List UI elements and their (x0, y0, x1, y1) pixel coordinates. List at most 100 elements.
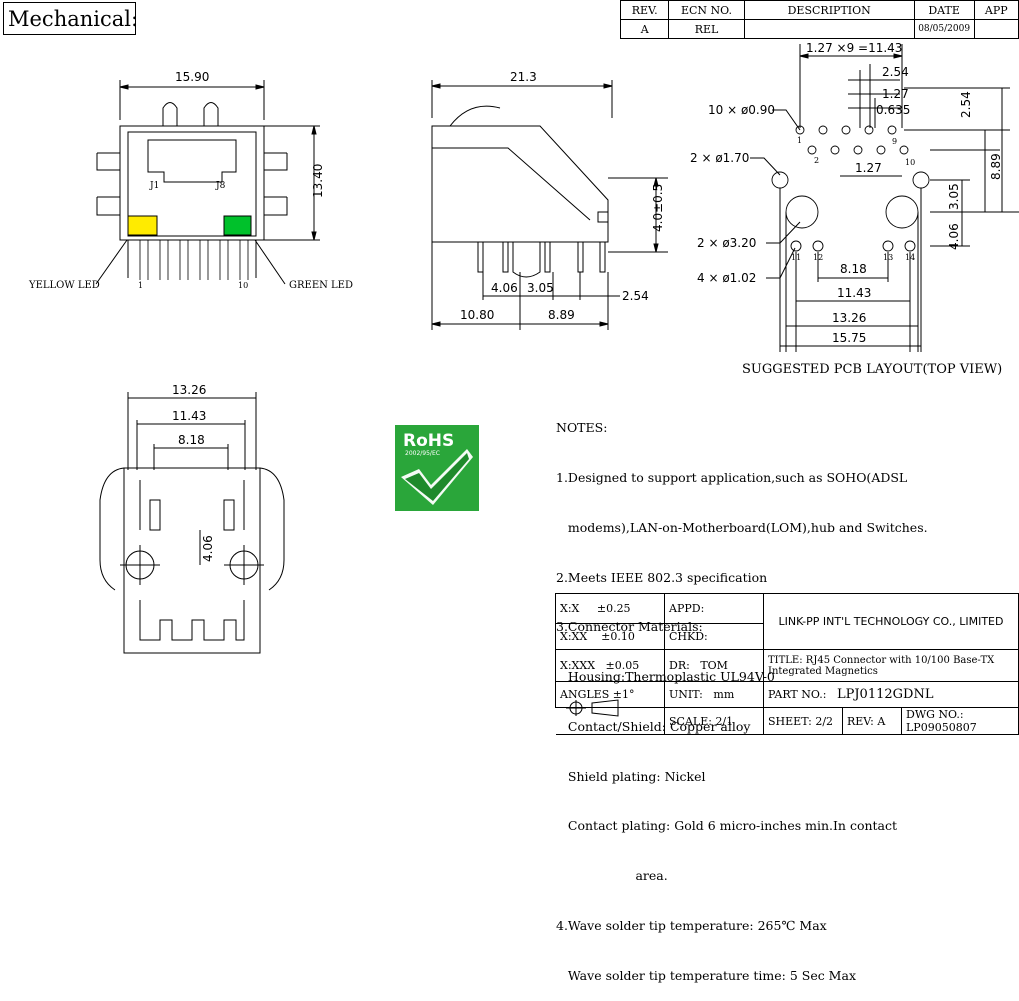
pcb-pin-14: 14 (905, 253, 915, 262)
revision-table: REV. ECN NO. DESCRIPTION DATE APP A REL … (619, 0, 1019, 39)
pcb-pin-1: 1 (797, 136, 802, 145)
scale-cell: SCALE: 2/1 (664, 707, 764, 735)
green-led (223, 215, 252, 236)
pcb-v406-label: 4.06 (947, 223, 961, 250)
dr-name: TOM (700, 659, 728, 672)
holes-320-label: 2 × ø3.20 (697, 236, 756, 250)
side-d5-label: 8.89 (548, 308, 575, 322)
pcb-h1326-label: 13.26 (832, 311, 866, 325)
pcb-h1143-label: 11.43 (837, 286, 871, 300)
pcb-d0635-label: 0.635 (876, 103, 910, 117)
title-block-row: X:X ±0.25 APPD: LINK-PP INT'L TECHNOLOGY… (555, 593, 1019, 650)
dwg-value: LP09050807 (906, 721, 977, 734)
front-view: 15.90 13.40 J1 J8 1 10 YELLOW LED GREEN … (28, 70, 353, 291)
part-cell: PART NO.: LPJ0112GDNL (763, 681, 1019, 708)
side-d4-label: 10.80 (460, 308, 494, 322)
pin-j1-label: J1 (149, 181, 159, 191)
rohs-badge: RoHS 2002/95/EC (395, 425, 479, 511)
green-led-label: GREEN LED (289, 280, 353, 291)
pcb-pin-10: 10 (905, 158, 915, 167)
company-name: LINK-PP INT'L TECHNOLOGY CO., LIMITED (763, 593, 1019, 650)
tolerance-xx: X:XX ±0.10 (555, 623, 665, 650)
sheet-label: SHEET: (768, 714, 812, 728)
holes-090-label: 10 × ø0.90 (708, 103, 775, 117)
rev-block-cell: REV: A (842, 707, 902, 735)
pcb-pin-13: 13 (883, 253, 893, 262)
scale-value: 2/1 (715, 714, 734, 728)
dr-label: DR: (669, 659, 690, 672)
title-block-row: SCALE: 2/1 SHEET: 2/2 REV: A DWG NO.: LP… (555, 707, 1019, 735)
side-length-label: 21.3 (510, 70, 537, 84)
pcb-d127-label: 1.27 (882, 87, 909, 101)
pcb-h127-label: 1.27 (855, 161, 882, 175)
bottom-w2-label: 11.43 (172, 409, 206, 423)
ecn-col-header: ECN NO. (668, 0, 745, 20)
side-d1-label: 4.06 (491, 281, 518, 295)
title-cell: TITLE: RJ45 Connector with 10/100 Base-T… (763, 649, 1019, 682)
part-label: PART NO.: (768, 688, 827, 701)
pcb-pin-2: 2 (814, 156, 819, 165)
notes-line: 4.Wave solder tip temperature: 265℃ Max (556, 918, 827, 933)
notes-line: area. (556, 868, 668, 884)
pcb-v254-label: 2.54 (959, 91, 973, 118)
date-col-header: DATE (913, 0, 975, 20)
pin-j8-label: J8 (215, 181, 226, 191)
title-block-row: ANGLES ±1° UNIT: mm PART NO.: LPJ0112GDN… (555, 681, 1019, 708)
notes-line: Shield plating: Nickel (556, 768, 706, 784)
appd-cell: APPD: (664, 593, 764, 624)
pcb-h1575-label: 15.75 (832, 331, 866, 345)
notes-line: Wave solder tip temperature time: 5 Sec … (556, 967, 856, 983)
pcb-caption: SUGGESTED PCB LAYOUT(TOP VIEW) (742, 362, 1003, 377)
dwg-cell: DWG NO.: LP09050807 (901, 707, 1019, 735)
app-cell (973, 19, 1019, 39)
pcb-pitch-label: 1.27 ×9 =11.43 (806, 41, 902, 55)
bottom-w1-label: 13.26 (172, 383, 206, 397)
side-view: 21.3 4.0±0.5 4.06 3.05 2.54 10.80 8.89 (431, 70, 668, 330)
mechanical-drawing: 15.90 13.40 J1 J8 1 10 YELLOW LED GREEN … (28, 41, 1019, 717)
yellow-led (127, 215, 158, 236)
description-col-header: DESCRIPTION (743, 0, 915, 20)
side-d2-label: 3.05 (527, 281, 554, 295)
bottom-v-label: 4.06 (201, 535, 215, 562)
pcb-v305-label: 3.05 (947, 183, 961, 210)
notes-line: 2.Meets IEEE 802.3 specification (556, 569, 768, 585)
yellow-led-label: YELLOW LED (28, 280, 100, 291)
front-width-label: 15.90 (175, 70, 209, 84)
unit-label: UNIT: (669, 688, 703, 701)
notes-line: NOTES: (556, 420, 608, 436)
pcb-pin-9: 9 (892, 137, 897, 146)
pcb-v889-label: 8.89 (989, 153, 1003, 180)
pcb-layout: 1.27 ×9 =11.43 2.54 1.27 0.635 10 × ø0.9… (690, 41, 1019, 352)
sheet-cell: SHEET: 2/2 (763, 707, 843, 735)
front-height-label: 13.40 (311, 164, 325, 198)
pcb-pin-12: 12 (813, 253, 823, 262)
tolerance-xxx: X:XXX ±0.05 (555, 649, 665, 682)
rev-label: REV: (847, 714, 874, 728)
bottom-w3-label: 8.18 (178, 433, 205, 447)
holes-170-label: 2 × ø1.70 (690, 151, 749, 165)
title-label: TITLE: (768, 654, 803, 666)
drawn-by-cell: DR: TOM (664, 649, 764, 682)
title-block-row: X:XXX ±0.05 DR: TOM TITLE: RJ45 Connecto… (555, 649, 1019, 682)
app-col-header: APP (973, 0, 1019, 20)
pcb-pin-11: 11 (791, 253, 801, 262)
unit-cell: UNIT: mm (664, 681, 764, 708)
angles-cell: ANGLES ±1° (555, 681, 665, 708)
notes-line: 1.Designed to support application,such a… (556, 469, 908, 485)
dwg-label: DWG NO.: (906, 708, 964, 721)
unit-value: mm (713, 688, 735, 701)
description-cell (743, 19, 915, 39)
bottom-view: 13.26 11.43 8.18 4.06 (99, 383, 285, 654)
holes-102-label: 4 × ø1.02 (697, 271, 756, 285)
chkd-cell: CHKD: (664, 623, 764, 650)
rev-cell: A (619, 19, 670, 39)
ecn-cell: REL (668, 19, 745, 39)
title-block: X:X ±0.25 APPD: LINK-PP INT'L TECHNOLOGY… (555, 593, 1019, 735)
rohs-sub: 2002/95/EC (405, 450, 440, 457)
projection-cell (555, 707, 665, 735)
side-d3-label: 2.54 (622, 289, 649, 303)
check-icon (401, 449, 473, 505)
part-value: LPJ0112GDNL (836, 687, 934, 702)
sheet-value: 2/2 (815, 714, 834, 728)
rohs-title: RoHS (403, 431, 455, 451)
